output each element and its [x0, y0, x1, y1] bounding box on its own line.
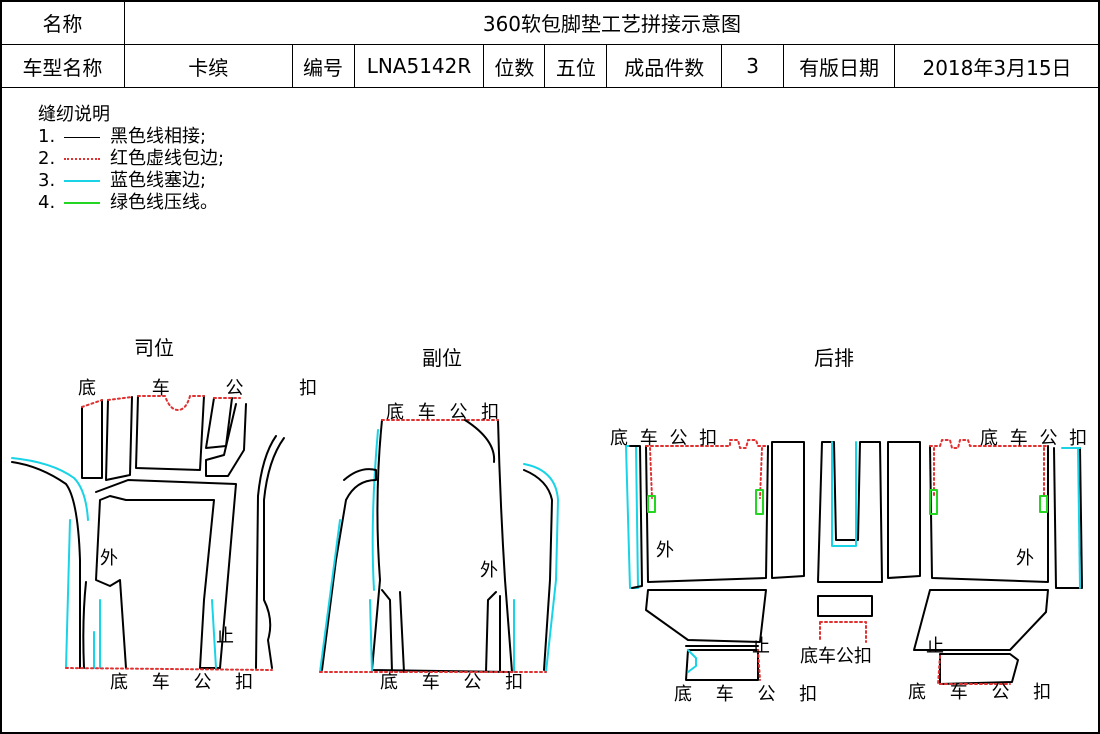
driver-main-body: [95, 479, 237, 669]
rear-outer-left: 外: [656, 540, 674, 561]
passenger-top-buckle: 底 车 公 扣: [386, 402, 504, 423]
black-line-sample: [64, 136, 100, 138]
rear-right-panel-side-edges: [933, 447, 1045, 499]
driver-stop-label: 止: [216, 626, 234, 647]
legend-item-black: 1. 黑色线相接;: [38, 126, 207, 147]
driver-bottom-edge: [65, 667, 273, 671]
driver-title: 司位: [134, 336, 174, 360]
rear-lower-left-tab: [685, 649, 759, 681]
driver-left-arm-cyan: [11, 457, 89, 521]
rear-outer-right: 外: [1016, 548, 1034, 569]
position-value: 五位: [544, 44, 608, 88]
rear-right-green-mark-2: [1039, 495, 1048, 513]
driver-strip-2: [105, 396, 133, 481]
passenger-main-body: [371, 419, 513, 673]
rear-right-outer-cyan: [1061, 447, 1081, 589]
red-dotted-line-sample: [64, 158, 100, 160]
rear-center-buckle: 底车公扣: [800, 646, 872, 667]
passenger-left-cyan-2: [369, 599, 373, 673]
passenger-left-arm: [321, 468, 377, 671]
rear-bottom-left-buckle: 底 车 公 扣: [674, 684, 827, 705]
passenger-right-arm-cyan: [523, 463, 559, 673]
passenger-right-arm: [523, 469, 553, 671]
date-value: 2018年3月15日: [894, 44, 1100, 88]
code-label: 编号: [291, 44, 355, 88]
position-label: 位数: [483, 44, 546, 88]
rear-right-buckle: 底 车 公 扣: [980, 428, 1091, 449]
driver-strip-left: [81, 399, 103, 479]
driver-strip-left-edge: [81, 399, 103, 408]
rear-title: 后排: [814, 346, 854, 370]
legend-item-green: 4. 绿色线压线。: [38, 192, 218, 213]
driver-bottom-buckle: 底 车 公 扣: [110, 672, 263, 693]
driver-top-buckle: 底 车 公 扣: [78, 378, 343, 399]
driver-top-panel: [135, 395, 205, 471]
driver-right-arm-inner: [255, 435, 277, 669]
sewing-legend: 缝纫说明 1. 黑色线相接; 2. 红色虚线包边; 3. 蓝色线塞边; 4. 绿…: [38, 104, 224, 214]
rear-center-u-cyan: [831, 441, 857, 547]
driver-inner-line: [82, 581, 87, 669]
passenger-left-inner: [381, 589, 405, 673]
rear-left-panel: [645, 445, 769, 583]
page-title: 360软包脚垫工艺拼接示意图: [123, 0, 1100, 45]
driver-right-arm: [263, 437, 285, 669]
cyan-line-sample: [64, 180, 100, 182]
rear-left-green-mark-2: [755, 489, 764, 515]
header-table: 名称 360软包脚垫工艺拼接示意图 车型名称 卡缤 编号 LNA5142R 位数…: [0, 0, 1100, 88]
driver-right-cyan: [211, 599, 217, 669]
driver-left-cyan: [65, 519, 71, 669]
code-value: LNA5142R: [353, 44, 485, 88]
rear-lower-right-tab: [939, 653, 1019, 685]
passenger-top-curve: [464, 419, 496, 463]
rear-right-outer-strip: [1053, 447, 1083, 589]
rear-lower-left-piece: [645, 589, 767, 643]
rear-bottom-right-buckle: 底 车 公 扣: [908, 682, 1061, 703]
date-label: 有版日期: [783, 44, 896, 88]
rear-center-small-edge: [819, 621, 867, 643]
driver-right-piece-2: [205, 403, 247, 477]
green-line-sample: [64, 202, 100, 204]
rear-left-green-mark: [647, 495, 656, 513]
rear-right-panel-edge: [929, 439, 1049, 449]
rear-stop-left: 止: [752, 636, 770, 657]
passenger-left-arm-cyan: [319, 519, 341, 673]
rear-pieces: [625, 439, 1083, 685]
driver-left-arm: [11, 461, 81, 669]
model-value: 卡缤: [123, 44, 293, 88]
pieces-label: 成品件数: [606, 44, 723, 88]
rear-lower-right-piece: [913, 589, 1049, 651]
rear-lower-left-cyan: [687, 649, 697, 673]
rear-stop-right: 止: [926, 636, 944, 657]
rear-left-outer-strip: [625, 445, 639, 589]
rear-center-small-piece: [817, 595, 873, 617]
driver-top-panel-edge: [137, 395, 205, 411]
rear-center-u: [817, 441, 883, 583]
rear-left-panel-side-edges: [649, 447, 763, 499]
driver-outer-label: 外: [100, 548, 118, 569]
passenger-left-cyan: [371, 429, 379, 591]
rear-left-buckle: 底 车 公 扣: [610, 428, 721, 449]
driver-pieces: [11, 395, 285, 671]
passenger-right-inner: [485, 591, 501, 673]
rear-mid-left-strip: [771, 441, 805, 579]
legend-item-red: 2. 红色虚线包边;: [38, 148, 225, 169]
passenger-title: 副位: [422, 346, 462, 370]
rear-right-green-mark: [929, 489, 938, 515]
rear-mid-right-strip: [887, 441, 921, 579]
passenger-pieces: [319, 419, 559, 673]
rear-lower-right-red: [937, 655, 1011, 685]
legend-title: 缝纫说明: [38, 104, 110, 125]
driver-right-piece: [205, 397, 233, 449]
rear-left-outer-strip-line: [629, 445, 643, 589]
legend-item-cyan: 3. 蓝色线塞边;: [38, 170, 207, 191]
driver-cyan-insert: [93, 599, 101, 669]
rear-lower-left-red: [757, 649, 761, 681]
model-label: 车型名称: [0, 44, 125, 88]
passenger-bottom-buckle: 底 车 公 扣: [380, 672, 533, 693]
driver-strip-2-edge: [107, 396, 133, 401]
pieces-value: 3: [721, 44, 785, 88]
passenger-outer-label: 外: [480, 560, 498, 581]
rear-left-panel-edge: [645, 439, 769, 449]
